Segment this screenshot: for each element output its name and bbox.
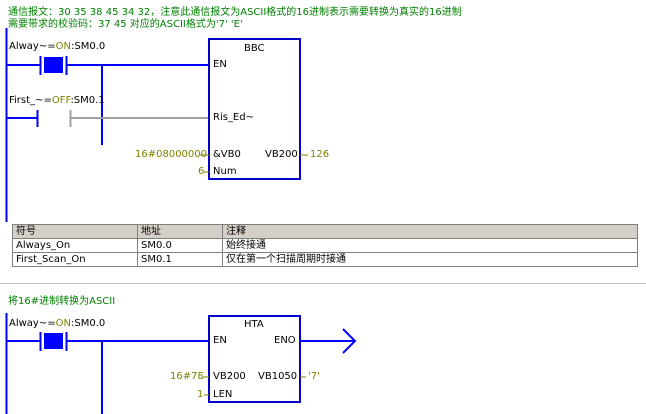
hta-pin-eno: ENO — [274, 335, 296, 346]
output-arrow-icon — [342, 328, 357, 354]
hta-pin-in: VB200 — [213, 371, 246, 382]
bbc-block-title: BBC — [244, 43, 265, 54]
bbc-pin-en: EN — [213, 59, 227, 70]
contact1-label: Alway~=ON:SM0.0 — [9, 41, 106, 52]
header-comment[interactable]: 注释 — [222, 224, 638, 239]
hta-value-in[interactable]: 16#7E — [170, 371, 204, 382]
hta-block-title: HTA — [244, 319, 264, 330]
cell-comment: 始终接通 — [222, 238, 638, 253]
contact-always-on[interactable] — [39, 56, 68, 75]
hta-pin-len: LEN — [213, 389, 233, 400]
bbc-value-vb200[interactable]: 126 — [310, 149, 330, 160]
n2-contact-always-on[interactable] — [39, 332, 68, 351]
contact-first-scan[interactable] — [36, 110, 72, 127]
bbc-value-vb0[interactable]: 16#08000000 — [135, 149, 208, 160]
network2-comment: 将16#进制转换为ASCII — [8, 296, 116, 307]
cell-address: SM0.0 — [137, 238, 223, 253]
n2-contact-label: Alway~=ON:SM0.0 — [9, 318, 106, 329]
contact2-label: First_~=OFF:SM0.1 — [9, 95, 105, 106]
hta-pin-out: VB1050 — [258, 371, 298, 382]
bbc-pin-num: Num — [213, 166, 237, 177]
hta-value-out[interactable]: '7' — [308, 371, 320, 382]
bbc-pin-vb0: &VB0 — [213, 149, 241, 160]
table-row[interactable]: Always_On SM0.0 始终接通 — [12, 238, 638, 253]
hta-pin-en: EN — [213, 335, 227, 346]
hta-block[interactable] — [208, 315, 301, 403]
table-row[interactable]: First_Scan_On SM0.1 仅在第一个扫描周期时接通 — [12, 252, 638, 267]
bbc-pin-vb200: VB200 — [265, 149, 298, 160]
bbc-block[interactable] — [208, 38, 301, 180]
header-address[interactable]: 地址 — [137, 224, 223, 239]
cell-address: SM0.1 — [137, 252, 223, 267]
cell-comment: 仅在第一个扫描周期时接通 — [222, 252, 638, 267]
cell-symbol: Always_On — [12, 238, 138, 253]
header-symbol[interactable]: 符号 — [12, 224, 138, 239]
bbc-pin-ris: Ris_Ed~ — [213, 112, 254, 123]
symbol-table: 符号 地址 注释 Always_On SM0.0 始终接通 First_Scan… — [12, 224, 638, 267]
network-divider — [0, 283, 646, 284]
hta-value-len[interactable]: 1 — [197, 389, 204, 400]
symbol-table-header: 符号 地址 注释 — [12, 224, 638, 239]
network1-comment-line1: 通信报文：30 35 38 45 34 32，注意此通信报文为ASCII格式的1… — [8, 7, 462, 18]
bbc-value-num[interactable]: 6 — [198, 166, 205, 177]
network1-comment-line2: 需要带求的校验码：37 45 对应的ASCII格式为'7' 'E' — [8, 19, 243, 30]
cell-symbol: First_Scan_On — [12, 252, 138, 267]
